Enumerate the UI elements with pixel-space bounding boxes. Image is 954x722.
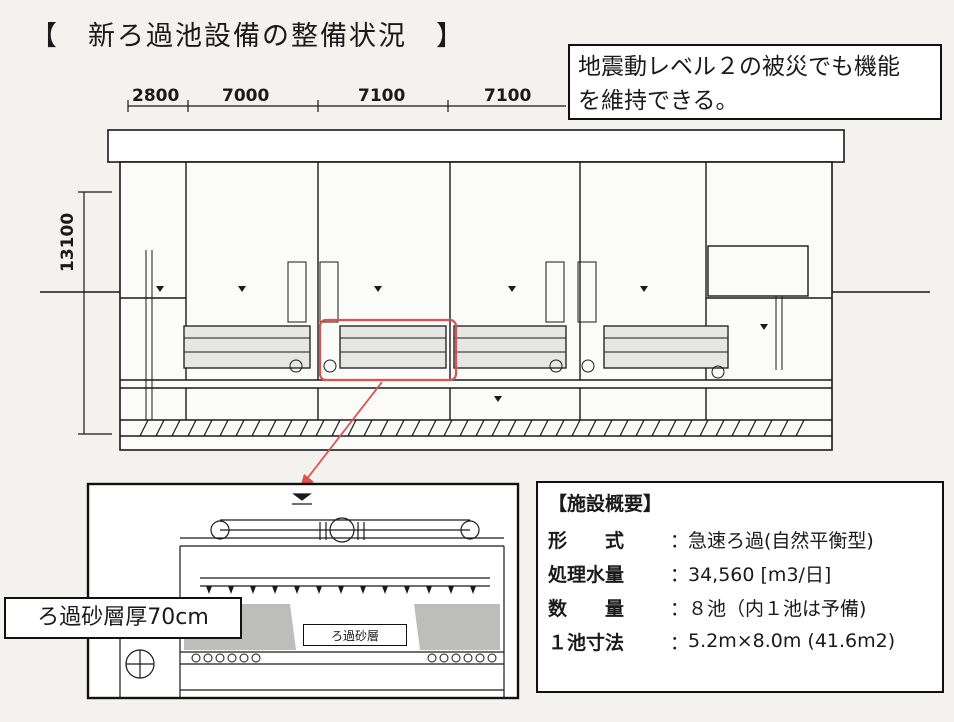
detail-drawing — [119, 493, 505, 698]
summary-row-label: 数 量 — [548, 597, 625, 620]
floor-hatching — [139, 419, 805, 437]
summary-row-value: 急速ろ過(自然平衡型) — [688, 529, 874, 552]
dimension-label: 2800 — [132, 86, 180, 106]
gravel-layer — [191, 653, 497, 663]
summary-heading: 【施設概要】 — [548, 493, 663, 515]
summary-row-value: 34,560 [m3/日] — [688, 563, 832, 586]
filter-internals — [145, 250, 783, 420]
callout-line-1: 地震動レベル２の被災でも機能 — [578, 54, 900, 80]
nozzle-markers — [206, 586, 476, 594]
facility-summary-box: 【施設概要】 形 式 ： 急速ろ過(自然平衡型) 処理水量 ： 34,560 [… — [536, 481, 944, 693]
seismic-callout: 地震動レベル２の被災でも機能 を維持できる。 — [568, 44, 942, 120]
summary-row-value: ８池（内１池は予備) — [688, 597, 867, 620]
section-structure — [107, 129, 845, 451]
highlight-box — [318, 318, 458, 382]
dimension-label: 7100 — [484, 86, 532, 106]
summary-row: 処理水量 ： 34,560 [m3/日] — [548, 556, 932, 590]
summary-row-value: 5.2m×8.0m (41.6m2) — [688, 630, 896, 652]
callout-line-2: を維持できる。 — [578, 88, 739, 114]
summary-row: 形 式 ： 急速ろ過(自然平衡型) — [548, 522, 932, 556]
summary-row-label: 処理水量 — [548, 563, 625, 586]
detail-frame — [86, 482, 520, 700]
page-title: 【 新ろ過池設備の整備状況 】 — [30, 21, 465, 52]
dimension-label: 7100 — [358, 86, 406, 106]
summary-row: １池寸法 ： 5.2m×8.0m (41.6m2) — [548, 624, 932, 658]
pointer-arrow — [305, 381, 383, 481]
dimension-label: 7000 — [222, 86, 270, 106]
summary-row-label: 形 式 — [548, 529, 625, 552]
summary-row-label: １池寸法 — [548, 631, 625, 654]
sand-thickness-label: ろ過砂層厚70cm — [4, 597, 242, 639]
dimension-lines — [78, 100, 566, 435]
filter-units — [183, 325, 729, 369]
filter-media-label: ろ過砂層 — [303, 624, 407, 646]
water-level-markers — [156, 286, 768, 402]
summary-row: 数 量 ： ８池（内１池は予備) — [548, 590, 932, 624]
